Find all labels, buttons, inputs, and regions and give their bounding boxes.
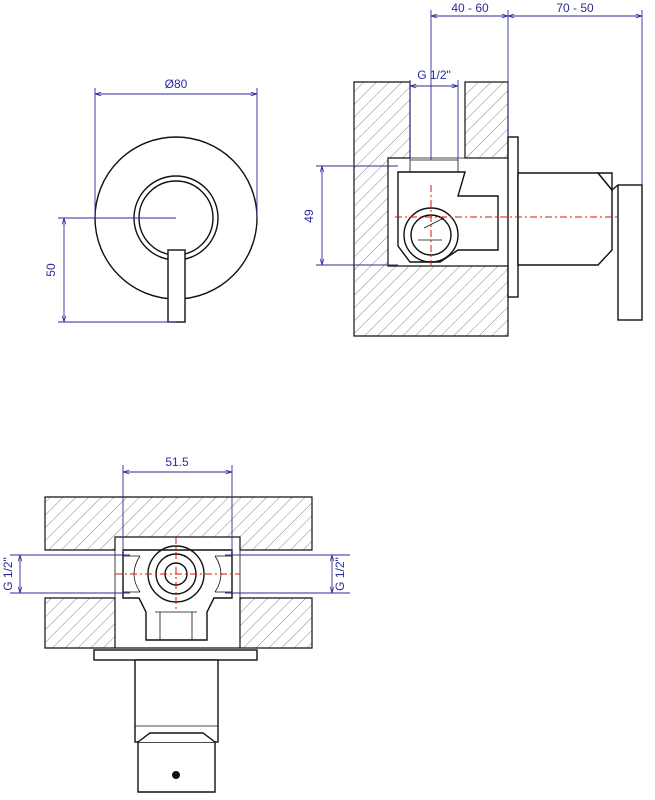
bottom-lever-head xyxy=(137,741,216,793)
bottom-width-label: 51.5 xyxy=(165,455,189,469)
side-handle-body xyxy=(517,172,613,266)
side-depth-label: 40 - 60 xyxy=(451,1,489,15)
bottom-thread-left-label: G 1/2" xyxy=(1,557,15,591)
side-wall-section-top xyxy=(464,81,509,159)
side-thread-label: G 1/2" xyxy=(417,68,451,82)
front-height-label: 50 xyxy=(44,263,58,277)
bottom-wall-section-top xyxy=(44,496,313,551)
side-height-label: 49 xyxy=(302,209,316,223)
bottom-view: 51.5 G 1/2" G 1/2" xyxy=(1,455,350,793)
bottom-mounting-plate xyxy=(93,649,258,661)
front-view: Ø80 50 xyxy=(44,77,258,323)
bottom-thread-right-label: G 1/2" xyxy=(333,557,347,591)
side-view: 40 - 60 70 - 50 G 1/2" 49 xyxy=(302,1,643,337)
bottom-lever-hole xyxy=(172,771,180,779)
side-valve-body xyxy=(397,171,499,263)
front-diameter-label: Ø80 xyxy=(165,77,188,91)
front-lever xyxy=(167,249,186,323)
side-lever xyxy=(617,184,643,321)
bottom-valve-body xyxy=(122,549,233,641)
bottom-handle-body xyxy=(134,659,219,743)
side-protrusion-label: 70 - 50 xyxy=(556,1,594,15)
